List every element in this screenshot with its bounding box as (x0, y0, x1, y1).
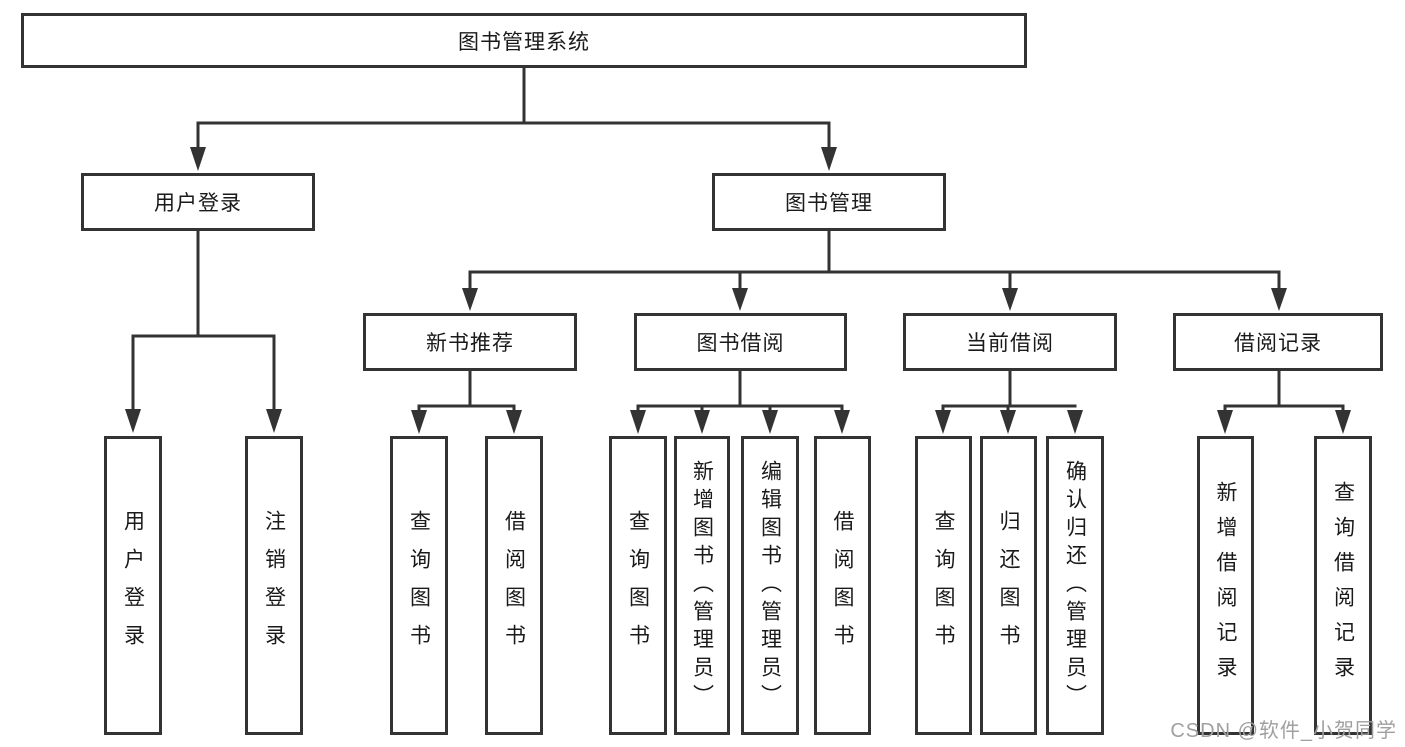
arrowhead-icons (125, 147, 1351, 434)
leaf-add-borrow-record: 新增借阅记录 (1197, 436, 1254, 735)
node-label: 图书管理 (785, 192, 873, 215)
leaf-add-books-admin: 新增图书（管理员） (674, 436, 730, 735)
leaf-borrowing-query-books: 查询图书 (609, 436, 667, 735)
node-label: 用户登录 (121, 509, 145, 662)
leaf-recommend-borrow-books: 借阅图书 (485, 436, 543, 735)
leaf-current-query-books: 查询图书 (915, 436, 972, 735)
node-label: 查询图书 (932, 509, 955, 662)
node-root-system: 图书管理系统 (21, 13, 1027, 68)
node-book-borrowing: 图书借阅 (634, 313, 847, 371)
node-label: 用户登录 (154, 192, 242, 215)
leaf-recommend-query-books: 查询图书 (390, 436, 448, 735)
leaf-logout: 注销登录 (245, 436, 303, 735)
node-label: 查询图书 (407, 509, 431, 662)
leaf-edit-books-admin: 编辑图书（管理员） (741, 436, 799, 735)
node-user-login-branch: 用户登录 (81, 173, 315, 231)
node-borrowing-records: 借阅记录 (1173, 313, 1383, 371)
node-label: 确认归还（管理员） (1063, 459, 1087, 712)
node-label: 借阅图书 (831, 509, 854, 662)
node-new-book-recommendation: 新书推荐 (363, 313, 577, 371)
node-label: 编辑图书（管理员） (758, 459, 782, 712)
node-label: 新增借阅记录 (1214, 480, 1237, 691)
leaf-query-borrow-record: 查询借阅记录 (1314, 436, 1372, 735)
node-label: 借阅记录 (1234, 332, 1322, 355)
csdn-watermark: CSDN @软件_小贺同学 (1170, 720, 1397, 742)
node-label: 图书借阅 (696, 332, 785, 355)
node-label: 查询图书 (626, 509, 650, 662)
node-label: 查询借阅记录 (1331, 480, 1355, 691)
node-label: 新增图书（管理员） (690, 459, 714, 712)
node-label: 借阅图书 (502, 509, 526, 662)
leaf-return-books: 归还图书 (980, 436, 1037, 735)
node-label: 图书管理系统 (458, 30, 590, 54)
node-label: 当前借阅 (966, 332, 1054, 355)
leaf-borrow-books: 借阅图书 (814, 436, 871, 735)
leaf-user-login: 用户登录 (104, 436, 162, 735)
node-label: 注销登录 (262, 509, 286, 662)
node-current-borrowing: 当前借阅 (903, 313, 1117, 371)
leaf-confirm-return-admin: 确认归还（管理员） (1046, 436, 1104, 735)
node-label: 新书推荐 (426, 332, 514, 355)
node-label: 归还图书 (997, 509, 1020, 662)
node-book-management: 图书管理 (712, 173, 946, 231)
